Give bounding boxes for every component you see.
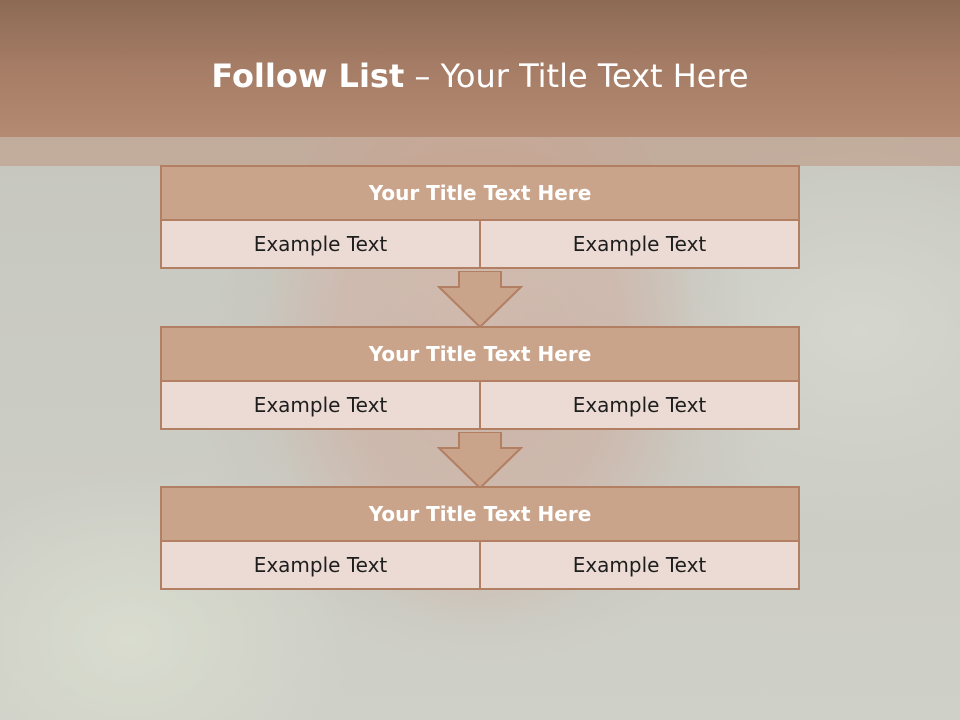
block-title: Your Title Text Here — [160, 486, 800, 542]
block-title: Your Title Text Here — [160, 165, 800, 221]
block-cell-right: Example Text — [479, 380, 800, 430]
down-arrow-icon — [437, 271, 523, 329]
block-cell-left: Example Text — [160, 380, 481, 430]
page-title-rest: – Your Title Text Here — [404, 57, 749, 95]
list-block-3: Your Title Text Here Example Text Exampl… — [160, 486, 800, 590]
block-cells: Example Text Example Text — [160, 380, 800, 430]
block-cell-right: Example Text — [479, 219, 800, 269]
block-cell-left: Example Text — [160, 219, 481, 269]
block-cells: Example Text Example Text — [160, 540, 800, 590]
block-cell-right: Example Text — [479, 540, 800, 590]
down-arrow-icon — [437, 432, 523, 490]
block-cell-left: Example Text — [160, 540, 481, 590]
block-cells: Example Text Example Text — [160, 219, 800, 269]
page-title: Follow List – Your Title Text Here — [0, 54, 960, 98]
header-strip — [0, 137, 960, 166]
header-band — [0, 0, 960, 137]
list-block-2: Your Title Text Here Example Text Exampl… — [160, 326, 800, 430]
block-title: Your Title Text Here — [160, 326, 800, 382]
list-block-1: Your Title Text Here Example Text Exampl… — [160, 165, 800, 269]
page-title-bold: Follow List — [211, 57, 405, 95]
